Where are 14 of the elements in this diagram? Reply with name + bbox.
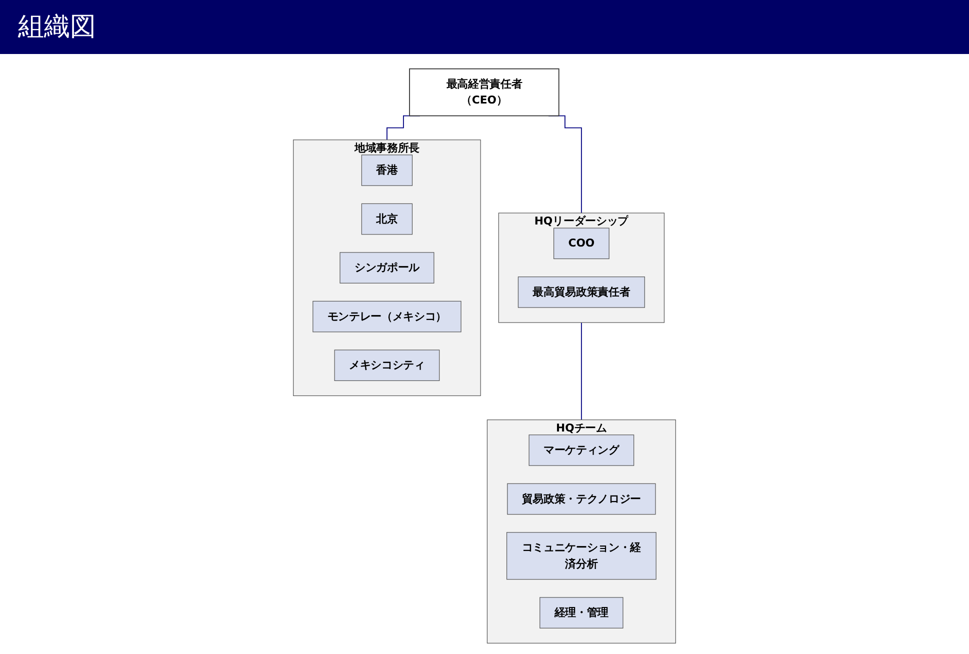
node-box: 経理・管理 xyxy=(540,597,624,628)
node-box: 北京 xyxy=(361,203,413,235)
node-box: メキシコシティ xyxy=(334,350,440,381)
node-box: 貿易政策・テクノロジー xyxy=(507,483,656,515)
connector xyxy=(580,322,582,420)
node-box: 最高貿易政策責任者 xyxy=(518,276,645,308)
title-bar: 組織図 xyxy=(0,0,969,54)
node-box: シンガポール xyxy=(340,252,434,284)
node-box: コミュニケーション・経済分析 xyxy=(506,532,656,580)
node-box: 香港 xyxy=(361,154,413,186)
node-box: 最高経営責任者（CEO） xyxy=(409,68,560,116)
node-box: モンテレー（メキシコ） xyxy=(312,300,462,332)
node-box: COO xyxy=(554,228,610,260)
node-box: マーケティング xyxy=(528,434,634,466)
